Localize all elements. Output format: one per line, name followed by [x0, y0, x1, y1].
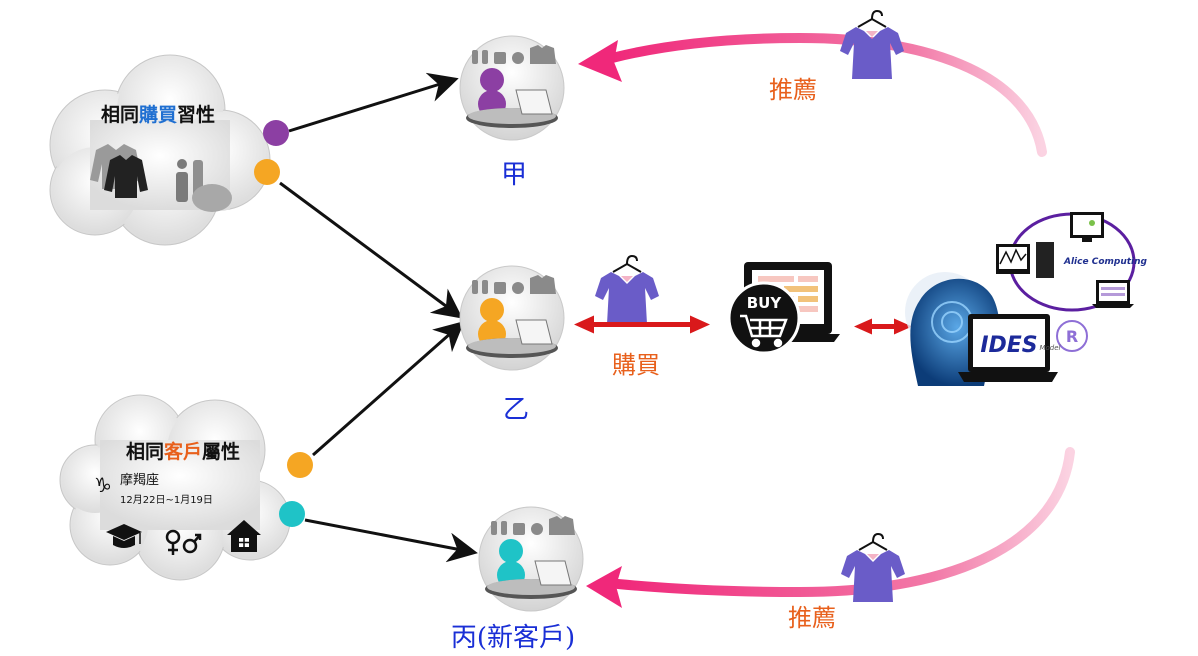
purchase-habits-title: 相同購買習性 [101, 103, 215, 126]
ides-system: Alice Computing IDES R Model [905, 212, 1148, 386]
clothing-icon [90, 144, 148, 198]
customer-jia-label: 甲 [501, 160, 527, 190]
chart-monitor-icon [996, 242, 1054, 278]
customer-bing-label: 丙(新客戶) [451, 623, 575, 653]
garment-hanger-icon [595, 254, 659, 324]
product-icons [472, 45, 556, 64]
customer-bing [478, 506, 584, 612]
online-shop-icon: BUY [727, 262, 840, 355]
shopping-cart-icon [740, 314, 788, 348]
laptop-icon [515, 319, 553, 345]
laptop-icon [1092, 280, 1134, 308]
customer-jia [459, 35, 565, 141]
laptop-icon [515, 89, 553, 115]
zodiac-name: 摩羯座 [120, 472, 159, 488]
recommend-arc-bottom [586, 447, 1075, 608]
registered-mark: R [1066, 327, 1078, 346]
purchase-double-arrow [574, 315, 710, 334]
capricorn-icon: ♑ [94, 473, 112, 497]
recommend-arc-top [578, 32, 1047, 157]
garment-hanger-icon [841, 532, 905, 602]
zodiac-dates: 12月22日~1月19日 [120, 494, 213, 506]
arrow-attribute-to-bing [304, 518, 478, 563]
arrow-habit-to-jia [288, 72, 459, 133]
customer-yi [459, 265, 565, 371]
habit-dot-purple [263, 120, 289, 146]
toiletries-icon [176, 159, 232, 212]
buy-badge: BUY [747, 294, 783, 312]
garment-hanger-icon [840, 9, 904, 79]
purchase-label: 購買 [612, 351, 660, 379]
product-icons [491, 516, 575, 535]
customer-attributes-title: 相同客戶屬性 [126, 440, 240, 463]
laptop-icon [534, 560, 572, 586]
laptop-ides-icon: IDES [958, 314, 1058, 382]
ides-brand: IDES [980, 333, 1037, 358]
gender-icon [165, 529, 202, 555]
arrow-attribute-to-yi [312, 321, 465, 457]
attribute-dot-orange [287, 452, 313, 478]
arrow-habit-to-yi [279, 181, 463, 319]
house-icon [227, 520, 261, 552]
system-double-arrow [854, 318, 912, 335]
attribute-dot-cyan [279, 501, 305, 527]
graduation-cap-icon [106, 524, 142, 548]
registered-badge: R Model [1039, 320, 1088, 352]
habit-dot-orange [254, 159, 280, 185]
monitor-icon [1070, 212, 1104, 242]
customer-attributes-cloud: 相同客戶屬性 ♑ 摩羯座 12月22日~1月19日 [59, 394, 291, 581]
purchase-habits-cloud: 相同購買習性 [49, 54, 271, 246]
customer-yi-label: 乙 [503, 395, 529, 425]
recommend-label-bottom: 推薦 [788, 604, 836, 632]
network-label: Alice Computing [1063, 257, 1148, 267]
recommend-label-top: 推薦 [769, 76, 817, 104]
model-label: Model [1039, 344, 1060, 352]
product-icons [472, 275, 556, 294]
